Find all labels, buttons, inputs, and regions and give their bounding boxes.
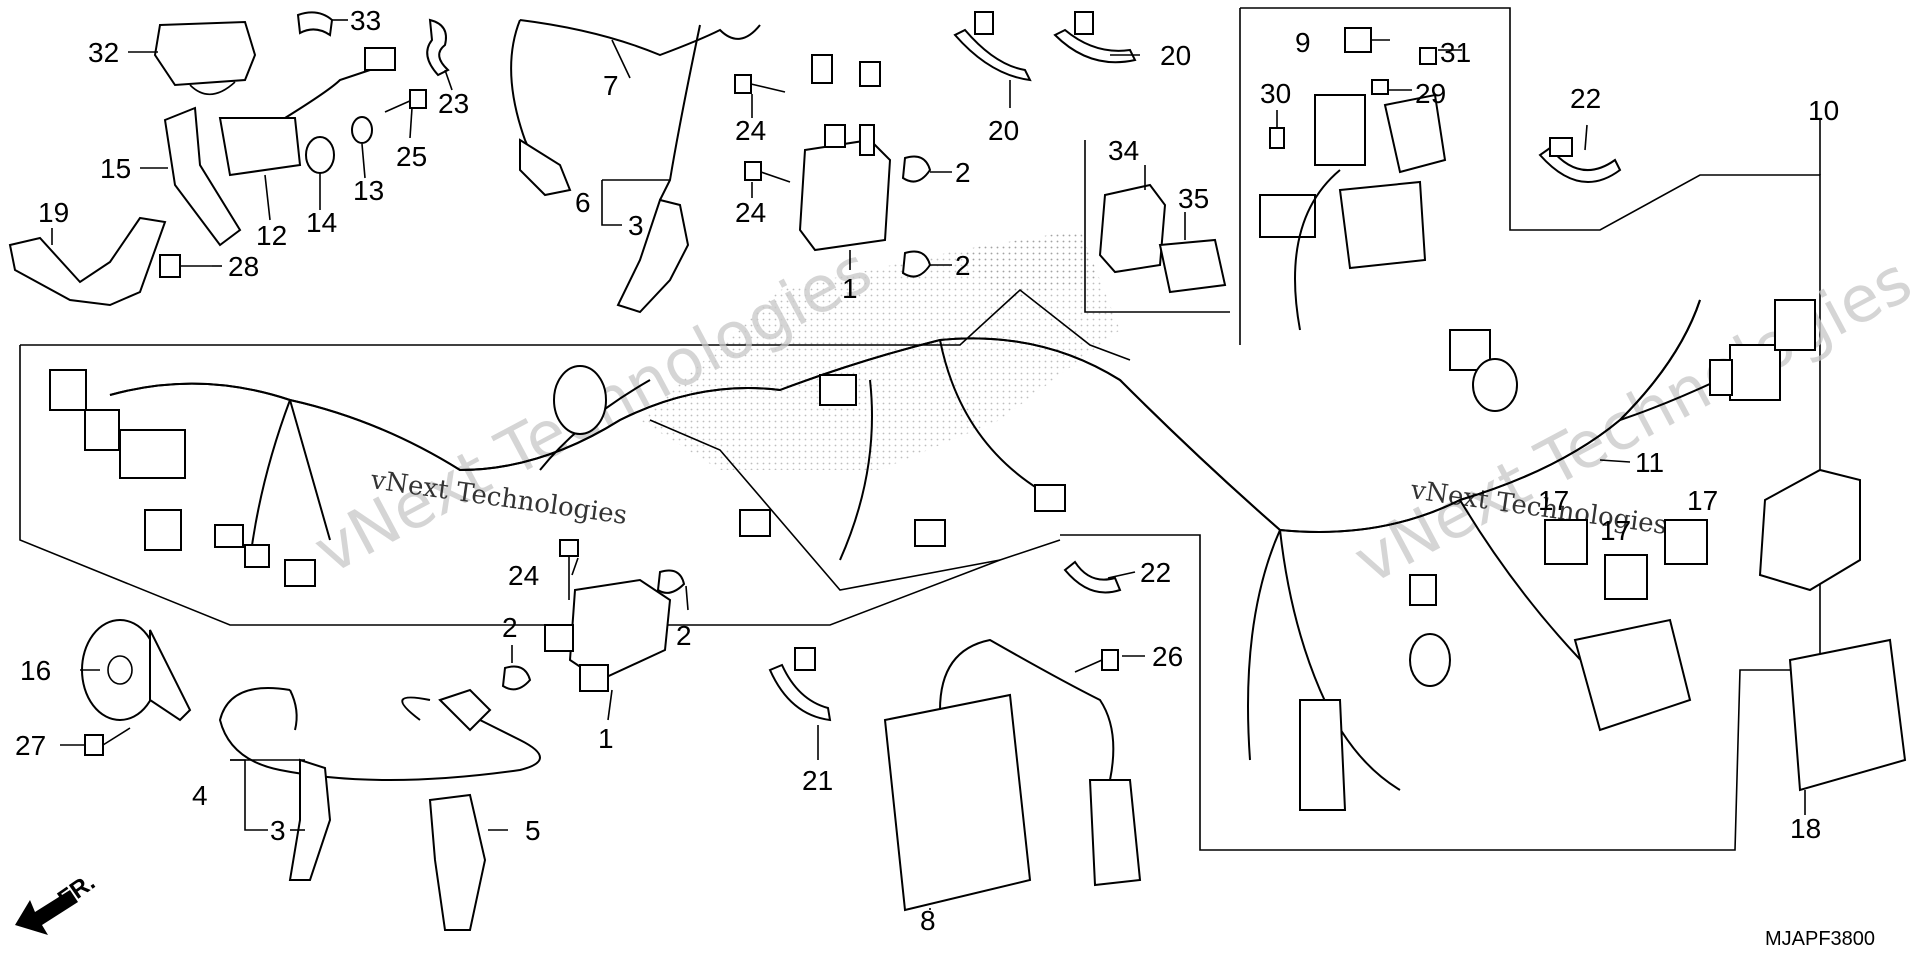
callout-35: 35 <box>1178 183 1209 214</box>
callout-24: 24 <box>735 197 766 228</box>
cylinder-part <box>553 358 1518 811</box>
connector-part <box>49 299 1816 606</box>
callout-24: 24 <box>735 115 766 146</box>
ignition-coil-part <box>544 578 672 692</box>
callout-20: 20 <box>1160 40 1191 71</box>
front-direction-arrow-icon <box>15 890 78 935</box>
unit-part <box>218 47 396 177</box>
callout-33: 33 <box>350 5 381 36</box>
regulator-part <box>883 638 1142 912</box>
diagram-code: MJAPF3800 <box>1765 928 1875 950</box>
callout-1: 1 <box>598 723 614 754</box>
callout-22: 22 <box>1140 557 1171 588</box>
screw-part <box>384 89 427 113</box>
callout-4: 4 <box>192 780 208 811</box>
callout-30: 30 <box>1260 78 1291 109</box>
band-part <box>768 647 832 722</box>
callout-3: 3 <box>628 210 644 241</box>
grommet-part <box>305 136 335 174</box>
callout-27: 27 <box>15 730 46 761</box>
relay-part <box>1158 238 1227 294</box>
fuse-box-part <box>1259 93 1447 270</box>
ignition-coil-part <box>798 124 892 252</box>
nut-part <box>501 665 532 691</box>
relay-part <box>1544 519 1708 600</box>
callout-2: 2 <box>955 250 971 281</box>
collar-part <box>351 116 373 144</box>
junction-box-part <box>1573 618 1692 732</box>
band-part <box>953 11 1032 82</box>
horn-part <box>81 619 192 722</box>
callout-34: 34 <box>1108 135 1139 166</box>
callout-19: 19 <box>38 197 69 228</box>
nut-part <box>901 155 932 183</box>
callout-1: 1 <box>842 273 858 304</box>
band-part <box>1538 137 1622 183</box>
callout-3: 3 <box>270 815 286 846</box>
cover-part <box>153 20 257 96</box>
clamp-part <box>296 11 334 37</box>
bolt-part <box>744 161 791 183</box>
callout-16: 16 <box>20 655 51 686</box>
callout-11: 11 <box>1635 447 1664 478</box>
callout-8: 8 <box>920 905 936 936</box>
bolt-part <box>734 74 786 94</box>
callout-23: 23 <box>438 88 469 119</box>
callout-13: 13 <box>353 175 384 206</box>
ecu-part <box>1758 468 1861 592</box>
callout-20: 20 <box>988 115 1019 146</box>
clip-part <box>426 18 450 77</box>
leader-lines <box>51 19 1821 910</box>
bolt-part <box>159 254 212 278</box>
callout-15: 15 <box>100 153 131 184</box>
fuse-box-outline <box>1060 7 1821 851</box>
stay-part <box>8 216 167 307</box>
callout-17: 17 <box>1600 515 1631 546</box>
callout-12: 12 <box>256 220 287 251</box>
callout-6: 6 <box>575 187 591 218</box>
shaded-area-top <box>960 230 1100 300</box>
callout-24: 24 <box>508 560 539 591</box>
spark-plug-wire <box>218 687 541 931</box>
callout-10: 10 <box>1808 95 1839 126</box>
main-wire-harness <box>109 169 1761 791</box>
bracket-part <box>163 106 242 247</box>
callout-17: 17 <box>1538 485 1569 516</box>
plug-cap <box>616 198 690 314</box>
relay-inset-box <box>1084 140 1230 313</box>
relay-part <box>1098 183 1167 274</box>
callout-25: 25 <box>396 141 427 172</box>
bolt-part <box>1074 649 1119 673</box>
spark-plug-wire <box>510 19 881 201</box>
callout-31: 31 <box>1440 37 1471 68</box>
band-part <box>1063 560 1122 594</box>
callout-18: 18 <box>1790 813 1821 844</box>
harness-outline-left <box>20 288 1131 361</box>
bolt-part <box>559 539 579 600</box>
fuse-part <box>1269 27 1437 149</box>
harness-outline-mid <box>649 419 1001 591</box>
bolt-part <box>84 727 131 756</box>
callout-14: 14 <box>306 207 337 238</box>
callout-9: 9 <box>1295 27 1311 58</box>
control-module-part <box>1788 638 1907 792</box>
callout-2: 2 <box>676 620 692 651</box>
nut-part <box>901 250 932 278</box>
callout-32: 32 <box>88 37 119 68</box>
callout-22: 22 <box>1570 83 1601 114</box>
callout-21: 21 <box>802 765 833 796</box>
callout-2: 2 <box>955 157 971 188</box>
callout-29: 29 <box>1415 78 1446 109</box>
callout-28: 28 <box>228 251 259 282</box>
callout-5: 5 <box>525 815 541 846</box>
callout-2: 2 <box>502 612 518 643</box>
nut-part <box>656 569 686 594</box>
callout-26: 26 <box>1152 641 1183 672</box>
callout-7: 7 <box>603 70 619 101</box>
callout-17: 17 <box>1687 485 1718 516</box>
